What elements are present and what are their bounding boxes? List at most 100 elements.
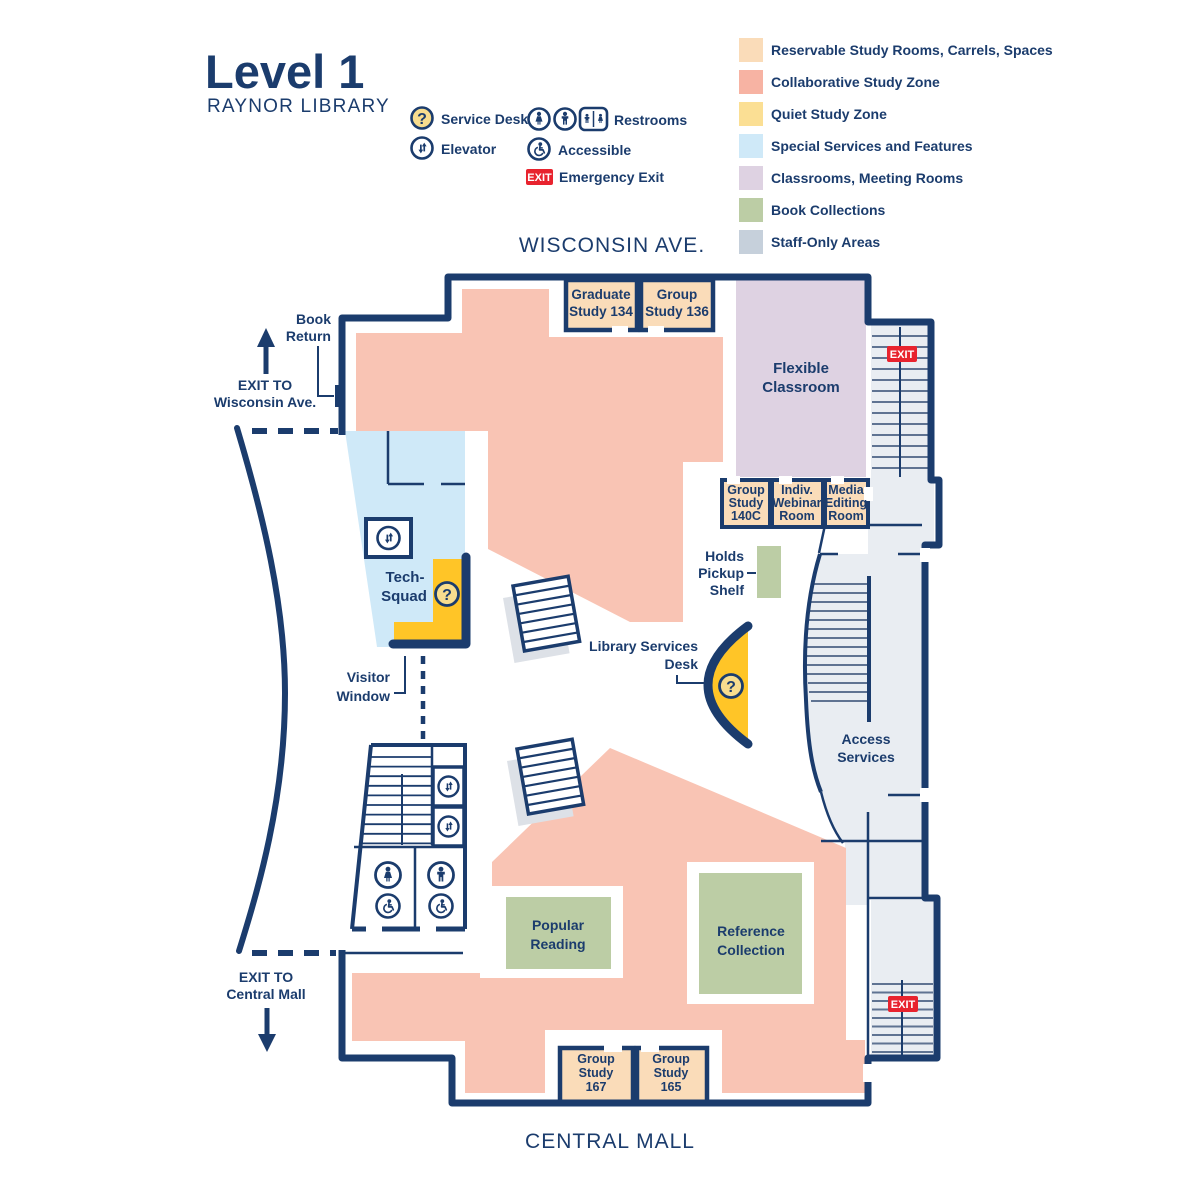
svg-text:Classroom: Classroom (762, 379, 840, 396)
emergency-exit-label: Emergency Exit (559, 169, 664, 185)
room-media-editing (823, 478, 870, 529)
elevator-icon (437, 775, 460, 798)
svg-text:Room: Room (828, 509, 863, 523)
svg-text:Squad: Squad (381, 588, 427, 605)
zone-swatch-collaborative (739, 70, 763, 94)
zone-label-staff: Staff-Only Areas (771, 234, 880, 250)
holds-pickup-callout: Holds Pickup Shelf (698, 548, 756, 598)
svg-text:Holds: Holds (705, 548, 744, 564)
zone-swatch-classrooms (739, 166, 763, 190)
svg-text:Access: Access (841, 731, 890, 747)
exit-badge-southeast: EXIT (888, 996, 918, 1012)
zone-swatch-staff (739, 230, 763, 254)
svg-text:Book: Book (296, 311, 331, 327)
elevator-label: Elevator (441, 141, 497, 157)
svg-text:Room: Room (779, 509, 814, 523)
zone-label-quiet: Quiet Study Zone (771, 106, 887, 122)
zone-swatch-reservable (739, 38, 763, 62)
zone-label-classrooms: Classrooms, Meeting Rooms (771, 170, 963, 186)
library-services-desk-callout: Library Services Desk (589, 638, 706, 684)
zone-label-collaborative: Collaborative Study Zone (771, 74, 940, 90)
stairs-central-lower (507, 737, 586, 826)
svg-text:Reference: Reference (717, 923, 785, 939)
exit-badge-northeast: EXIT (887, 346, 917, 362)
svg-text:Popular: Popular (532, 917, 585, 933)
svg-text:EXIT TO: EXIT TO (238, 377, 292, 393)
emergency-exit-icon: EXIT (526, 169, 553, 185)
flexible-classroom-area (736, 280, 866, 477)
svg-text:Webinar: Webinar (772, 496, 821, 510)
svg-text:Flexible: Flexible (773, 360, 829, 377)
room-group-study-165 (634, 1045, 710, 1106)
svg-text:Central Mall: Central Mall (226, 986, 305, 1002)
svg-text:Return: Return (286, 328, 331, 344)
svg-text:Services: Services (837, 749, 895, 765)
icon-legend: ? Service Desk Elevator Restrooms Access… (410, 106, 687, 185)
street-label-bottom: CENTRAL MALL (525, 1130, 695, 1153)
svg-text:Window: Window (336, 688, 390, 704)
stairs-access-services (806, 576, 871, 722)
service-desk-icon: ? (434, 581, 460, 607)
stairs-west-block (360, 747, 434, 845)
svg-text:Desk: Desk (665, 656, 699, 672)
tech-elevator-shaft (364, 517, 413, 559)
svg-text:Group: Group (577, 1052, 615, 1066)
svg-text:Study 136: Study 136 (645, 304, 709, 319)
interior-partitions (342, 523, 934, 1058)
svg-text:Study: Study (729, 496, 764, 510)
elevator-icon (437, 815, 460, 838)
svg-text:?: ? (417, 111, 427, 128)
svg-text:Indiv.: Indiv. (781, 483, 813, 497)
room-labels: Graduate Study 134 Group Study 136 Flexi… (381, 287, 895, 1094)
svg-text:EXIT: EXIT (891, 999, 916, 1011)
accessible-icon (428, 893, 454, 919)
service-desk-icon: ? (410, 106, 434, 130)
zone-label-special: Special Services and Features (771, 138, 973, 154)
wall-door-gaps (863, 487, 930, 1082)
zone-legend: Reservable Study Rooms, Carrels, Spaces … (739, 38, 1053, 254)
svg-text:Collection: Collection (717, 942, 785, 958)
stairs-central-upper (503, 574, 582, 663)
svg-text:Study: Study (654, 1066, 689, 1080)
street-label-top: WISCONSIN AVE. (519, 234, 705, 257)
svg-text:140C: 140C (731, 509, 761, 523)
tech-squad-interior: ? (364, 431, 471, 740)
accessible-label: Accessible (558, 142, 631, 158)
zone-label-reservable: Reservable Study Rooms, Carrels, Spaces (771, 42, 1053, 58)
popular-reading-collection (506, 897, 611, 969)
arrow-up-icon (257, 328, 275, 347)
svg-text:Study 134: Study 134 (569, 304, 633, 319)
plaza-boundary (234, 425, 338, 956)
svg-text:Visitor: Visitor (347, 669, 391, 685)
elevator-icon (410, 136, 434, 160)
zone-swatch-books (739, 198, 763, 222)
restrooms-label: Restrooms (614, 112, 687, 128)
service-desk-icon: ? (718, 673, 744, 699)
svg-text:EXIT: EXIT (527, 172, 552, 184)
svg-text:Reading: Reading (530, 936, 585, 952)
svg-text:165: 165 (661, 1080, 682, 1094)
reference-collection (699, 873, 802, 994)
exit-to-wisconsin: EXIT TO Wisconsin Ave. (214, 328, 316, 410)
restrooms-icons (527, 106, 609, 132)
room-door-gaps (604, 326, 844, 1052)
svg-text:?: ? (442, 587, 452, 604)
book-return-callout: Book Return (286, 311, 345, 407)
exit-to-central-mall: EXIT TO Central Mall (226, 969, 306, 1052)
svg-text:Group: Group (652, 1052, 690, 1066)
building-outer-wall (338, 273, 943, 1107)
svg-text:EXIT: EXIT (890, 349, 915, 361)
library-services-desk: ? (703, 621, 753, 749)
womens-restroom-icon (374, 861, 402, 889)
arrow-down-icon (258, 1034, 276, 1052)
service-desk-label: Service Desk (441, 111, 528, 127)
accessible-icon (375, 893, 401, 919)
book-return-slot (335, 385, 345, 407)
svg-text:Library Services: Library Services (589, 638, 698, 654)
holds-pickup-shelf (757, 546, 781, 598)
zone-swatch-quiet (739, 102, 763, 126)
accessible-icon (527, 137, 551, 161)
svg-text:Wisconsin Ave.: Wisconsin Ave. (214, 394, 316, 410)
page-subtitle: RAYNOR LIBRARY (207, 96, 390, 117)
